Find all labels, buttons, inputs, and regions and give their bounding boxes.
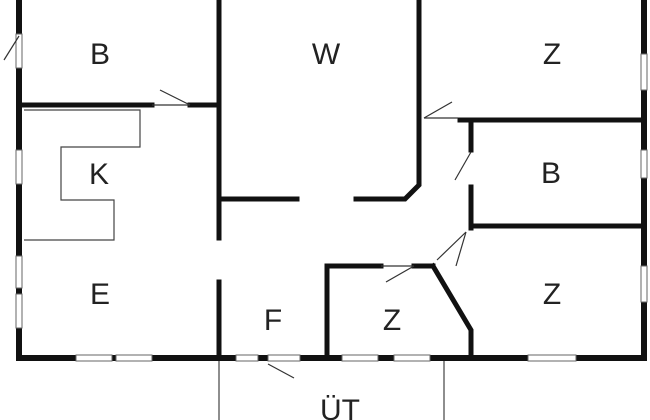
room-label-b-top-left: B bbox=[90, 38, 110, 71]
window-bottom-1 bbox=[75, 354, 113, 362]
room-label-z-top-right: Z bbox=[543, 38, 561, 71]
room-label-b-right: B bbox=[541, 157, 561, 190]
room-label-e: E bbox=[90, 278, 110, 311]
window-right-2 bbox=[640, 149, 648, 179]
room-label-k: K bbox=[89, 158, 109, 191]
window-left-2 bbox=[15, 149, 23, 185]
interior-walls bbox=[21, 0, 645, 359]
window-left-1 bbox=[15, 33, 23, 69]
room-label-z-center: Z bbox=[383, 304, 401, 337]
kitchen-counter bbox=[24, 109, 141, 241]
terrace-outline bbox=[218, 358, 445, 420]
room-label-f: F bbox=[264, 304, 282, 337]
room-label-z-bottom-right: Z bbox=[543, 278, 561, 311]
window-right-3 bbox=[640, 265, 648, 303]
window-bottom-5 bbox=[393, 354, 431, 362]
window-bottom-door bbox=[267, 354, 301, 362]
window-bottom-2 bbox=[115, 354, 153, 362]
room-label-ut: ÜT bbox=[320, 394, 360, 420]
window-left-3 bbox=[15, 255, 23, 289]
windows bbox=[15, 33, 648, 362]
window-bottom-4 bbox=[341, 354, 379, 362]
window-bottom-6 bbox=[527, 354, 577, 362]
window-right-1 bbox=[640, 53, 648, 91]
room-label-w: W bbox=[312, 38, 341, 71]
window-left-4 bbox=[15, 293, 23, 329]
window-bottom-3 bbox=[235, 354, 259, 362]
doors bbox=[3, 35, 472, 379]
